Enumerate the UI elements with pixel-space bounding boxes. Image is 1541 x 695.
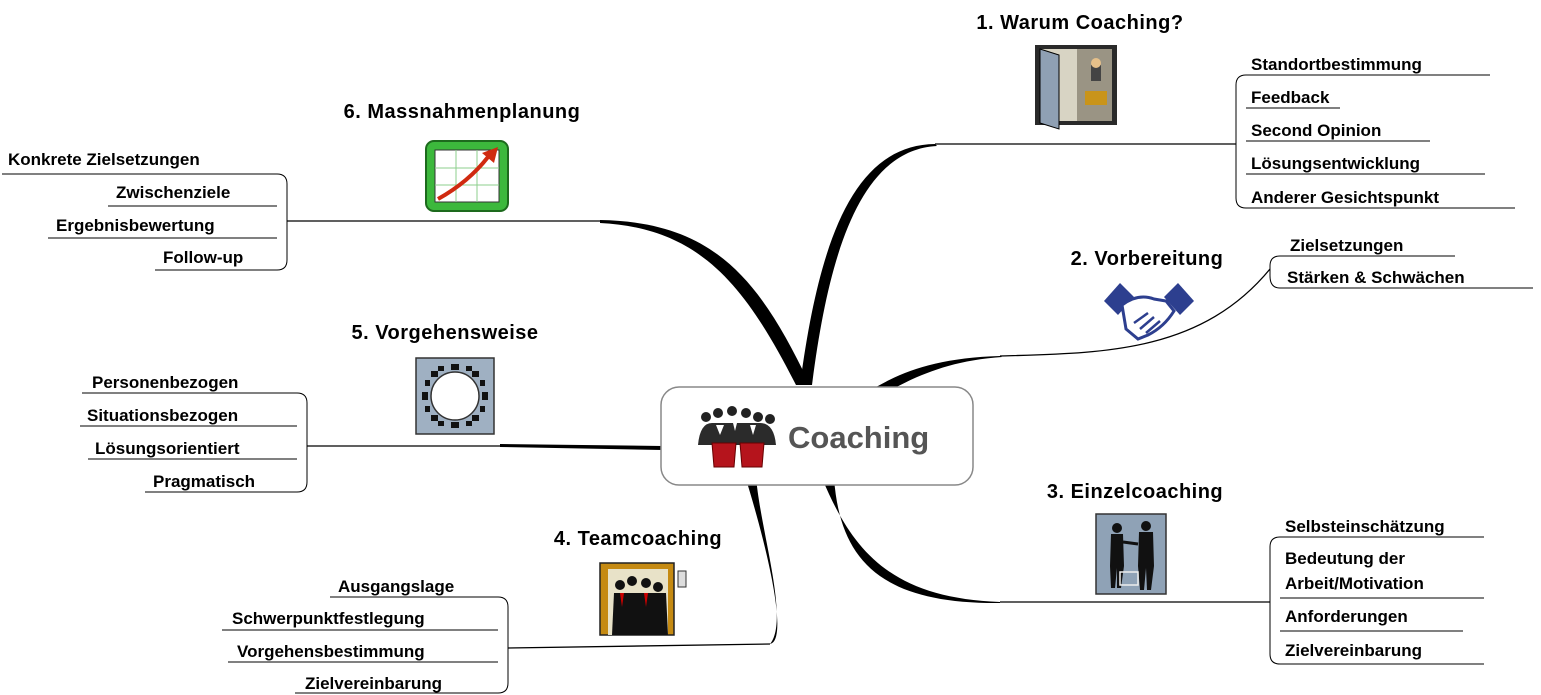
branch-teamcoaching[interactable]: 4. Teamcoaching Ausgangslage Schwerpunkt… [232, 528, 722, 693]
bracket-vorbereitung [1269, 255, 1281, 289]
leaf-anderer-gesichtspunkt[interactable]: Anderer Gesichtspunkt [1251, 188, 1439, 207]
leaf-zielsetzungen[interactable]: Zielsetzungen [1290, 236, 1403, 255]
two-people-meeting-icon [1095, 513, 1167, 595]
leaf-loesungsentwicklung[interactable]: Lösungsentwicklung [1251, 154, 1420, 173]
branch-title-vorgehensweise: 5. Vorgehensweise [351, 322, 538, 344]
leaf-personenbezogen[interactable]: Personenbezogen [92, 373, 238, 392]
bracket-einzelcoaching [1269, 536, 1281, 665]
leaf-zielvereinbarung-team[interactable]: Zielvereinbarung [305, 674, 442, 693]
leaf-brackets [2, 74, 1533, 694]
branch-line-vorgehensweise [500, 444, 662, 450]
leaf-second-opinion[interactable]: Second Opinion [1251, 121, 1381, 140]
leaf-ergebnisbewertung[interactable]: Ergebnisbewertung [56, 216, 215, 235]
leaf-zwischenziele[interactable]: Zwischenziele [116, 183, 230, 202]
branch-title-massnahmen: 6. Massnahmenplanung [344, 101, 581, 123]
branch-line-einzelcoaching [822, 478, 1000, 604]
leaf-staerken-schwaechen[interactable]: Stärken & Schwächen [1287, 268, 1465, 287]
group-people-icon [698, 406, 776, 468]
branch-title-teamcoaching: 4. Teamcoaching [554, 528, 722, 550]
underline-vorbereitung [1280, 255, 1533, 289]
connector-vorbereitung [999, 268, 1271, 357]
leaf-vorgehensbestimmung[interactable]: Vorgehensbestimmung [237, 642, 425, 661]
leaf-selbsteinschaetzung[interactable]: Selbsteinschätzung [1285, 517, 1445, 536]
handshake-icon [1104, 283, 1194, 341]
leaf-zielvereinbarung-einzel[interactable]: Zielvereinbarung [1285, 641, 1422, 660]
branch-line-massnahmen [600, 220, 810, 385]
branch-title-einzelcoaching: 3. Einzelcoaching [1047, 481, 1223, 503]
leaf-schwerpunktfestlegung[interactable]: Schwerpunktfestlegung [232, 609, 425, 628]
bracket-warum [1235, 74, 1247, 209]
underline-warum [1246, 74, 1515, 209]
underline-teamcoaching [222, 596, 498, 694]
leaf-pragmatisch[interactable]: Pragmatisch [153, 472, 255, 491]
connectors [287, 143, 1271, 649]
leaf-loesungsorientiert[interactable]: Lösungsorientiert [95, 439, 240, 458]
team-elevator-icon [599, 562, 687, 636]
leaf-feedback[interactable]: Feedback [1251, 88, 1330, 107]
bracket-teamcoaching [497, 596, 509, 694]
branch-vorbereitung[interactable]: 2. Vorbereitung Zielsetzungen Stärken & … [1071, 236, 1465, 341]
leaf-standortbestimmung[interactable]: Standortbestimmung [1251, 55, 1422, 74]
leaf-konkrete-zielsetzungen[interactable]: Konkrete Zielsetzungen [8, 150, 200, 169]
round-table-icon [415, 357, 495, 435]
central-node[interactable]: Coaching [660, 386, 974, 486]
branch-line-teamcoaching [745, 476, 778, 644]
bracket-vorgehensweise [296, 392, 308, 493]
leaf-ausgangslage[interactable]: Ausgangslage [338, 577, 454, 596]
leaf-arbeit-motivation[interactable]: Arbeit/Motivation [1285, 574, 1424, 593]
branch-title-warum: 1. Warum Coaching? [976, 12, 1183, 34]
branch-vorgehensweise[interactable]: 5. Vorgehensweise Personenbezogen Situat… [87, 322, 539, 491]
open-door-office-icon [1035, 45, 1117, 130]
leaf-anforderungen[interactable]: Anforderungen [1285, 607, 1408, 626]
leaf-bedeutung-der[interactable]: Bedeutung der [1285, 549, 1405, 568]
growth-chart-icon [425, 140, 509, 212]
bracket-massnahmen [276, 173, 288, 271]
central-node-box [660, 386, 974, 486]
branch-warum[interactable]: 1. Warum Coaching? Standortbestimmung Fe… [976, 12, 1439, 207]
branch-title-vorbereitung: 2. Vorbereitung [1071, 248, 1224, 270]
branch-massnahmen[interactable]: 6. Massnahmenplanung Konkrete Zielsetzun… [8, 101, 580, 267]
underline-massnahmen [2, 173, 277, 271]
leaf-situationsbezogen[interactable]: Situationsbezogen [87, 406, 238, 425]
central-node-label: Coaching [788, 420, 929, 455]
underline-einzelcoaching [1280, 536, 1484, 665]
branch-einzelcoaching[interactable]: 3. Einzelcoaching Selbsteinschätzung Bed… [1047, 481, 1445, 660]
branch-line-warum [800, 144, 937, 385]
leaf-follow-up[interactable]: Follow-up [163, 248, 243, 267]
connector-teamcoaching [507, 643, 771, 649]
underline-vorgehensweise [80, 392, 297, 493]
